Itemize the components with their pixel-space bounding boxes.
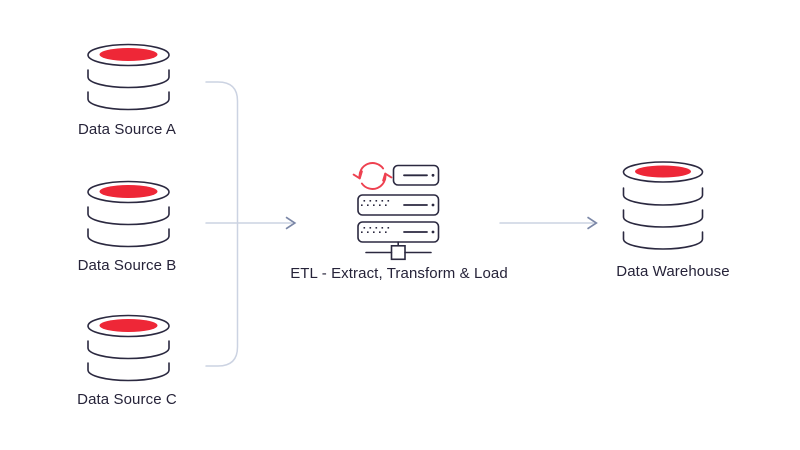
etl-server-stack-icon [352, 162, 440, 261]
source-a-database-icon [87, 43, 170, 111]
refresh-sync-icon [352, 162, 393, 190]
warehouse-database-icon [622, 161, 704, 250]
arrowhead-icon [587, 216, 598, 230]
source-b-database-icon [87, 180, 170, 248]
etl-to-warehouse-arrow [499, 216, 598, 230]
source-c-label: Data Source C [77, 391, 177, 408]
sources-bracket-connector [205, 81, 239, 367]
source-b-label: Data Source B [77, 257, 177, 274]
etl-label: ETL - Extract, Transform & Load [290, 265, 508, 282]
warehouse-label: Data Warehouse [616, 263, 730, 280]
sources-to-etl-arrow [205, 216, 297, 230]
network-node-icon [365, 241, 432, 261]
source-c-database-icon [87, 314, 170, 382]
arrowhead-icon [285, 216, 297, 230]
source-a-label: Data Source A [77, 121, 177, 138]
